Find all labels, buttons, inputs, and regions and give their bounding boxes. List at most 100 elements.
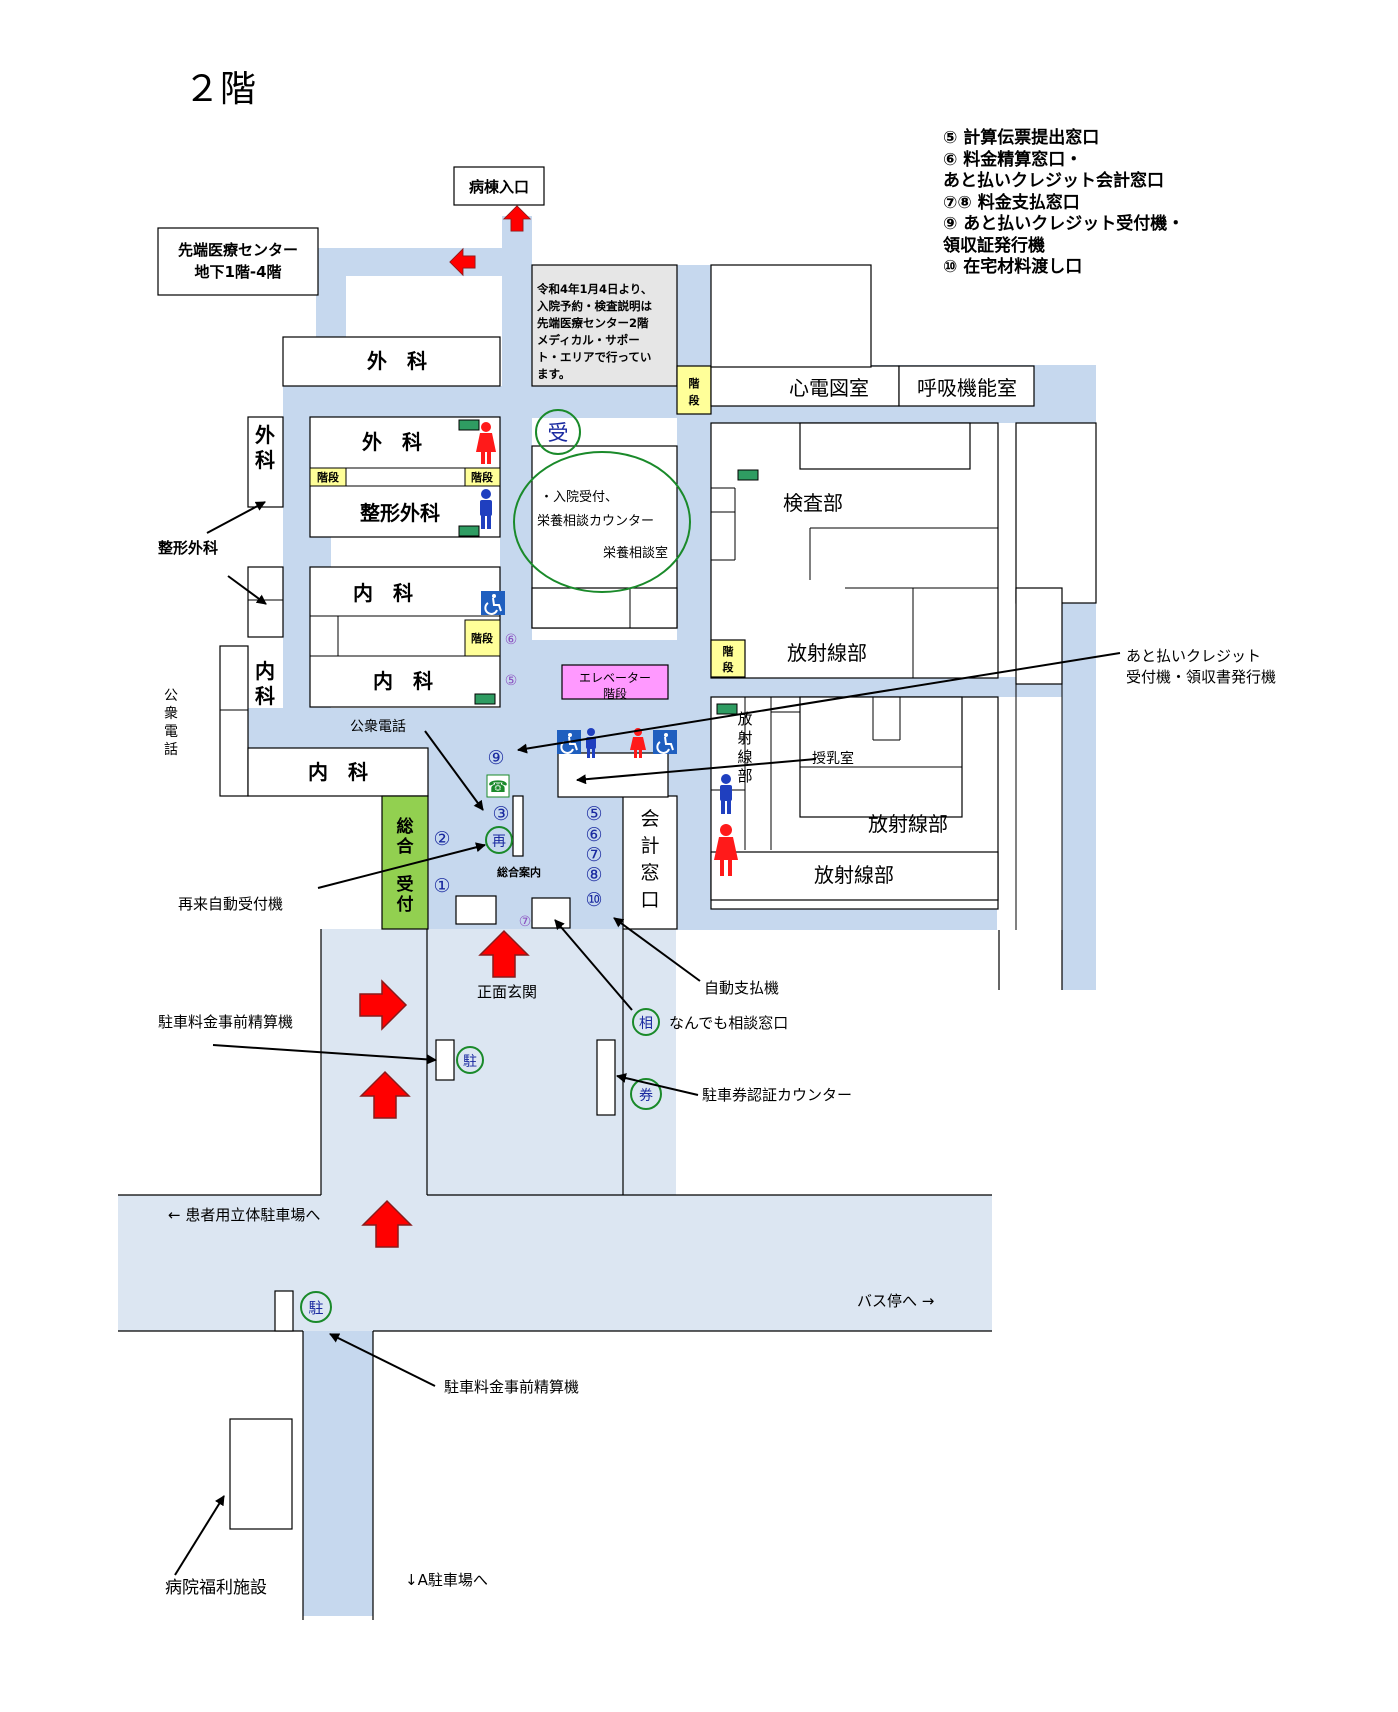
man-icon [586, 728, 596, 758]
window-6-small: ⑥ [505, 632, 518, 648]
advanced-center-label: 先端医療センター [178, 241, 298, 259]
legend-item: ⑩ 在宅材料渡し口 [943, 257, 1083, 277]
credit-machine-label-2: 受付機・領収書発行機 [1126, 668, 1276, 686]
rooms [157, 166, 1097, 1530]
stairs-label: 階段 [471, 470, 493, 484]
room-internal-lower: 内 科 [373, 669, 433, 693]
notice-line: ト・エリアで行ってい [537, 350, 651, 364]
room-internal-bottom: 内 科 [308, 760, 368, 784]
notice-line: ます。 [537, 367, 570, 381]
woman-icon [714, 824, 738, 876]
man-icon [480, 489, 492, 529]
accounting-v3: 窓 [640, 862, 659, 884]
phone-glyph: ☎ [488, 777, 508, 796]
window-9: ⑨ [487, 747, 504, 769]
parking-prepay-label-2: 駐車料金事前精算機 [444, 1378, 579, 1396]
admission-label: 栄養相談カウンター [537, 513, 654, 529]
stairs-label: 階段 [317, 470, 339, 484]
room-labels: 病棟入口 先端医療センター 地下1階-4階 外 科 外 科 整形外科 内 科 内… [178, 178, 1017, 915]
notice-line: 令和4年1月4日より、 [536, 282, 652, 296]
circle-symbols: 受 再 駐 券 相 駐 [300, 409, 662, 1323]
room-radiology-3: 放射線部 [814, 863, 894, 887]
room-surgery: 外 科 [362, 430, 422, 454]
stairs-v2: 段 [689, 393, 700, 407]
room-radiology-1: 放射線部 [787, 641, 867, 665]
stairs-v1: 階 [689, 376, 700, 390]
stairs [309, 467, 501, 657]
window-7-small: ⑦ [519, 914, 532, 930]
notice-line: メディカル・サポー [537, 333, 640, 347]
legend-item: ⑥ 料金精算窓口・ [943, 149, 1083, 170]
reception-v1: 総 [397, 816, 414, 837]
parking-ticket-label: 駐車券認証カウンター [702, 1086, 852, 1104]
room-respiratory: 呼吸機能室 [917, 376, 1017, 400]
accounting-v4: 口 [640, 889, 659, 911]
room-internal-left-1: 内 [255, 659, 275, 683]
parking-lot-label: ← 患者用立体駐車場へ [168, 1206, 320, 1224]
window-7: ⑦ [585, 844, 602, 866]
admission-area-ring [513, 451, 691, 593]
room-surgery-top: 外 科 [367, 349, 427, 373]
window-8: ⑧ [585, 864, 602, 886]
nutrition-room-label: 栄養相談室 [603, 545, 668, 561]
man-icon [720, 774, 732, 814]
legend-item: あと払いクレジット会計窓口 [943, 171, 1164, 191]
room-lab: 検査部 [783, 491, 843, 515]
bus-stop-label: バス停へ → [857, 1292, 934, 1310]
window-5-small: ⑤ [505, 673, 518, 689]
public-phone-v4: 話 [164, 741, 178, 758]
window-5: ⑤ [585, 803, 602, 825]
advanced-center-floors: 地下1階-4階 [194, 263, 281, 281]
woman-icon [476, 422, 496, 464]
reception-symbol: 受 [548, 421, 569, 445]
admission-label: ・入院受付、 [540, 490, 618, 505]
room-internal-left-2: 科 [255, 684, 275, 708]
legend-item: 領収証発行機 [943, 235, 1045, 256]
credit-machine-label: あと払いクレジット [1126, 647, 1261, 665]
ward-entrance-label: 病棟入口 [469, 178, 529, 196]
terminals [458, 419, 759, 715]
window-6: ⑥ [585, 824, 602, 846]
phone-icon: ☎ [486, 774, 510, 798]
window-1: ① [433, 875, 450, 897]
nursing-room-label: 授乳室 [812, 750, 854, 767]
numbered-windows: ⑨ ③ ② ① ⑤ ⑥ ⑦ ⑧ ⑩ ⑥ ⑤ ⑦ [433, 632, 602, 930]
reception-v3: 受 [397, 874, 414, 895]
notice: 令和4年1月4日より、 入院予約・検査説明は 先端医療センター2階 メディカル・… [536, 282, 652, 381]
radiology-v3: 線 [737, 748, 752, 766]
window-2: ② [433, 828, 450, 850]
parking-prepay-label: 駐車料金事前精算機 [158, 1013, 293, 1031]
reception-v2: 合 [397, 836, 415, 857]
reentry-machine-label: 再来自動受付機 [178, 895, 283, 913]
legend-item: ⑤ 計算伝票提出窓口 [943, 128, 1100, 148]
room-radiology-2: 放射線部 [868, 812, 948, 836]
a-parking-label: ↓A駐車場へ [405, 1571, 488, 1589]
room-internal-upper: 内 科 [353, 581, 413, 605]
stairs-v1: 階 [723, 644, 734, 658]
main-entrance-label: 正面玄関 [477, 983, 537, 1001]
notice-line: 先端医療センター2階 [537, 316, 649, 330]
info-desk-label: 総合案内 [497, 865, 541, 879]
ticket-symbol: 券 [639, 1088, 653, 1104]
legend-item: ⑨ あと払いクレジット受付機・ [943, 214, 1185, 234]
parking-symbol: 駐 [308, 1299, 323, 1317]
elevator-stairs-label: 階段 [603, 686, 627, 701]
elevator-label: エレベーター [579, 671, 651, 685]
auto-payment-label: 自動支払機 [704, 979, 779, 997]
stairs-v2: 段 [723, 660, 734, 674]
callout-labels: 整形外科 公 衆 電 話 公衆電話 あと払いクレジット 受付機・領収書発行機 授… [158, 539, 1276, 1598]
legend: ⑤ 計算伝票提出窓口 ⑥ 料金精算窓口・ あと払いクレジット会計窓口 ⑦⑧ 料金… [943, 128, 1184, 279]
public-phone-v2: 衆 [164, 706, 178, 722]
wheelchair-icon [481, 591, 505, 615]
plaza-walls [118, 929, 1063, 1620]
room-orthopedics: 整形外科 [359, 501, 440, 525]
ortho-callout-label: 整形外科 [158, 539, 218, 557]
callout-arrows [174, 501, 1121, 1576]
page-title: ２階 [184, 69, 257, 110]
reentry-symbol: 再 [492, 834, 506, 850]
window-3: ③ [492, 803, 509, 825]
room-surgery-left-2: 科 [255, 448, 275, 472]
radiology-v2: 射 [737, 729, 752, 747]
legend-item: ⑦⑧ 料金支払窓口 [943, 192, 1080, 213]
